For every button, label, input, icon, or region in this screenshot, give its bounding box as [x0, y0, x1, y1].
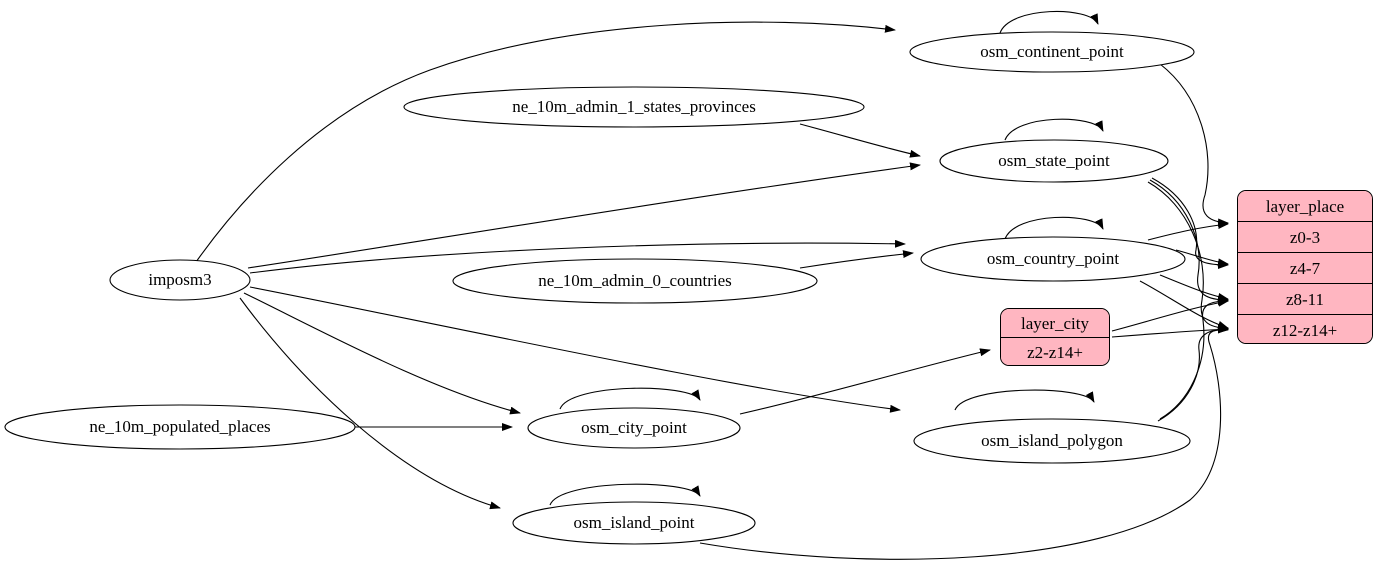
edge-continent-point-to-layer-place-z0-3 — [1159, 63, 1229, 227]
node-continent-point-label: osm_continent_point — [980, 42, 1124, 61]
edge-ne-states-to-state-point — [799, 123, 921, 158]
node-city-point-label: osm_city_point — [581, 418, 687, 437]
node-ne-10m-admin-1-states-provinces[interactable]: ne_10m_admin_1_states_provinces — [403, 86, 865, 128]
edge-imposm3-to-country-point — [249, 239, 906, 274]
edge-selfloop-city-point — [559, 387, 701, 410]
edge-imposm3-to-state-point — [247, 162, 921, 269]
edge-imposm3-to-city-point — [243, 292, 521, 415]
node-ne-10m-populated-places[interactable]: ne_10m_populated_places — [4, 404, 356, 450]
edge-island-polygon-to-layer-place-z8-11 — [1159, 297, 1229, 420]
edge-country-point-to-layer-place-z0-3 — [1147, 221, 1229, 241]
record-layer-place[interactable]: layer_place z0-3 z4-7 z8-11 z12-z14+ — [1237, 190, 1373, 344]
edge-selfloop-country-point — [1004, 216, 1104, 240]
node-ne-10m-admin-0-countries[interactable]: ne_10m_admin_0_countries — [452, 258, 818, 304]
edge-selfloop-state-point — [1004, 118, 1104, 141]
node-osm-city-point[interactable]: osm_city_point — [527, 407, 741, 449]
edge-selfloop-island-point — [549, 483, 701, 506]
node-island-polygon-label: osm_island_polygon — [981, 431, 1123, 450]
edges-group — [195, 10, 1229, 560]
edge-country-point-to-layer-place-z12-z14 — [1139, 280, 1229, 329]
edge-country-point-to-layer-place-z4-7 — [1175, 249, 1229, 267]
record-layer-city-title[interactable]: layer_city — [1001, 309, 1109, 338]
edge-city-point-to-layer-city — [739, 348, 991, 415]
edge-country-point-to-layer-place-z8-11 — [1159, 274, 1229, 301]
edge-state-point-to-layer-place-z12-z14 — [1147, 181, 1229, 332]
node-ne-countries-label: ne_10m_admin_0_countries — [538, 271, 732, 290]
node-osm-country-point[interactable]: osm_country_point — [920, 236, 1186, 282]
node-island-point-label: osm_island_point — [574, 513, 695, 532]
record-layer-place-row-z12-z14[interactable]: z12-z14+ — [1238, 315, 1372, 343]
edge-imposm3-to-island-polygon — [249, 286, 901, 413]
node-ne-states-label: ne_10m_admin_1_states_provinces — [512, 97, 756, 116]
edge-selfloop-island-polygon — [954, 389, 1095, 411]
node-state-point-label: osm_state_point — [998, 151, 1110, 170]
nodes-group: imposm3 ne_10m_admin_1_states_provinces … — [4, 31, 1195, 545]
edge-selfloop-continent-point — [999, 10, 1099, 34]
record-layer-place-row-z4-7[interactable]: z4-7 — [1238, 253, 1372, 284]
node-osm-island-point[interactable]: osm_island_point — [512, 501, 756, 545]
node-osm-state-point[interactable]: osm_state_point — [939, 139, 1169, 183]
edge-imposm3-to-continent-point — [195, 21, 896, 263]
record-layer-place-row-z8-11[interactable]: z8-11 — [1238, 284, 1372, 315]
record-layer-city-row-z2-z14[interactable]: z2-z14+ — [1001, 338, 1109, 365]
record-layer-place-title[interactable]: layer_place — [1238, 191, 1372, 222]
edge-imposm3-to-island-point — [239, 297, 501, 510]
edge-state-point-to-layer-place-z8-11 — [1149, 179, 1229, 304]
edge-state-point-to-layer-place-z4-7 — [1151, 177, 1229, 269]
node-imposm3[interactable]: imposm3 — [109, 259, 251, 301]
node-country-point-label: osm_country_point — [987, 249, 1119, 268]
node-imposm3-label: imposm3 — [148, 270, 211, 289]
edge-island-polygon-to-layer-place-z12-z14 — [1157, 325, 1229, 422]
node-osm-island-polygon[interactable]: osm_island_polygon — [913, 418, 1191, 464]
edge-layer-city-to-layer-place-z8-11 — [1111, 298, 1229, 332]
node-ne-populated-label: ne_10m_populated_places — [89, 417, 270, 436]
edge-ne-countries-to-country-point — [799, 250, 914, 269]
node-osm-continent-point[interactable]: osm_continent_point — [909, 31, 1195, 73]
record-layer-city[interactable]: layer_city z2-z14+ — [1000, 308, 1110, 366]
record-layer-place-row-z0-3[interactable]: z0-3 — [1238, 222, 1372, 253]
edge-island-point-to-layer-place-z12-z14 — [699, 325, 1229, 560]
